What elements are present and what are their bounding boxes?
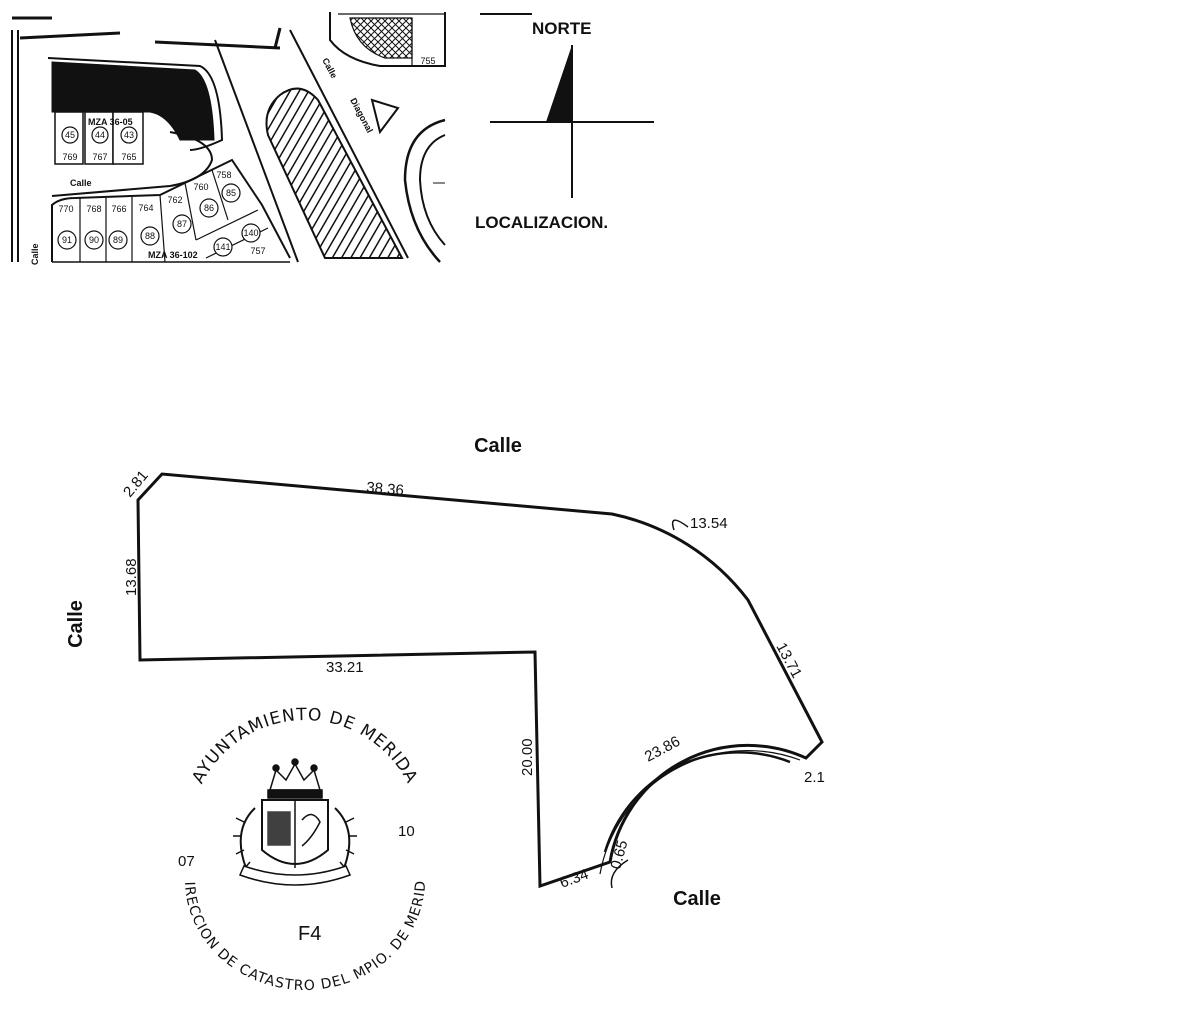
lot-765: 765 — [121, 152, 136, 162]
seal-top-text: AYUNTAMIENTO DE MERIDA — [188, 705, 421, 787]
circle-45: 45 — [65, 130, 75, 140]
location-map: 45 44 43 769 767 765 MZA 36-05 Calle 770… — [11, 12, 446, 265]
lot-757: 757 — [250, 246, 265, 256]
circle-44: 44 — [95, 130, 105, 140]
street-label-south: Calle — [673, 888, 721, 910]
lot-760: 760 — [193, 182, 208, 192]
dim-south-curve: 23.86 — [642, 733, 683, 766]
dim-east-side: 13.71 — [772, 640, 805, 681]
circle-140: 140 — [243, 228, 258, 238]
lot-758: 758 — [216, 170, 231, 180]
dim-east-end: 2.1 — [804, 769, 825, 786]
street-label-north: Calle — [474, 435, 522, 457]
lot-769: 769 — [62, 152, 77, 162]
seal-code: F4 — [298, 923, 321, 945]
dim-south-small: 0.65 — [607, 838, 631, 871]
seal-left-number: 07 — [178, 853, 195, 870]
curve-mark-south — [610, 859, 629, 889]
property-plan: Calle Calle Calle 2.81 38.36 13.54 13.71… — [65, 435, 825, 910]
lot-768: 768 — [86, 204, 101, 214]
block-label-36-102: MZA 36-102 — [148, 250, 198, 260]
dim-north-side: 38.36 — [366, 479, 405, 499]
circle-87: 87 — [177, 219, 187, 229]
block-label-36-05: MZA 36-05 — [88, 117, 133, 127]
street-label-west: Calle — [65, 600, 87, 648]
street-label-diagonal: Diagonal — [348, 96, 375, 134]
north-arrow-icon — [546, 45, 572, 122]
circle-88: 88 — [145, 231, 155, 241]
circle-141: 141 — [215, 242, 230, 252]
triangle-island — [370, 98, 400, 135]
lot-764: 764 — [138, 203, 153, 213]
circle-43: 43 — [124, 130, 134, 140]
north-arrow: NORTE LOCALIZACION. — [475, 13, 654, 232]
coat-of-arms-icon — [233, 758, 357, 886]
dim-north-corner: 2.81 — [120, 467, 152, 500]
circle-90: 90 — [89, 235, 99, 245]
street-label-map-3: Calle — [320, 56, 339, 80]
circle-86: 86 — [204, 203, 214, 213]
dim-west-side: 13.68 — [123, 558, 140, 596]
dim-north-curve: 13.54 — [690, 515, 728, 532]
property-boundary — [136, 472, 824, 889]
street-label-map-1: Calle — [70, 178, 92, 188]
north-label: NORTE — [532, 19, 592, 38]
circle-91: 91 — [62, 235, 72, 245]
lot-755: 755 — [420, 56, 435, 66]
localization-caption: LOCALIZACION. — [475, 213, 608, 232]
seal-right-number: 10 — [398, 823, 415, 840]
circle-89: 89 — [113, 235, 123, 245]
circle-85: 85 — [226, 188, 236, 198]
lot-770: 770 — [58, 204, 73, 214]
hatched-median — [265, 87, 404, 259]
lot-766: 766 — [111, 204, 126, 214]
lot-767: 767 — [92, 152, 107, 162]
street-label-map-2: Calle — [30, 243, 40, 265]
lot-762: 762 — [167, 195, 182, 205]
dim-inner-vertical: 20.00 — [519, 738, 536, 776]
dim-inner-horizontal: 33.21 — [326, 659, 364, 676]
curve-mark-north — [671, 519, 689, 531]
crosshatched-block — [349, 17, 413, 59]
dim-south-short: 6.34 — [558, 866, 591, 892]
